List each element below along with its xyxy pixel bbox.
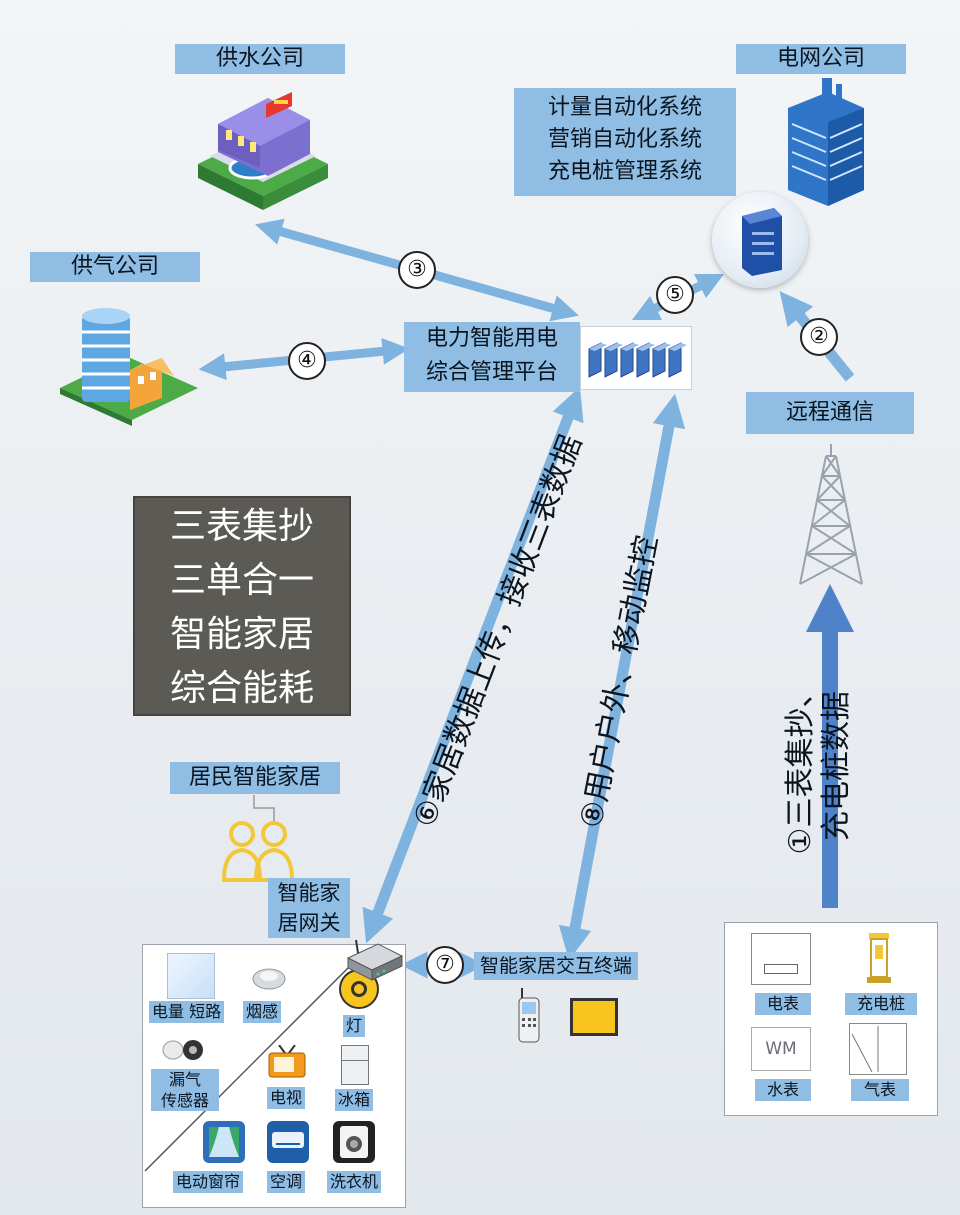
platform-label-line: 电力智能用电 [425,326,558,351]
water-plant-icon [198,92,328,210]
step-1-label-line: ①三表集抄、 [783,651,819,881]
tablet-icon [570,998,618,1036]
step-5-badge: ⑤ [656,276,694,314]
curtain-label: 电动窗帘 [173,1171,244,1193]
grid-company-label: 电网公司 [736,44,906,74]
fridge-icon [341,1045,369,1085]
remote-comm-label: 远程通信 [746,392,914,434]
gas-leak-label: 漏气 传感器 [151,1069,219,1111]
water-meter-icon: WM [751,1027,811,1071]
step-1-number: ① [783,827,818,855]
tv-label: 电视 [267,1087,306,1109]
grid-systems-panel: 计量自动化系统 营销自动化系统 充电桩管理系统 [514,88,736,196]
arrow-6-home-upload [362,386,584,944]
washer-icon [333,1121,375,1163]
gateway-router-icon [346,939,404,981]
gas-meter-label: 气表 [851,1079,909,1101]
step-1-label-line: 充电桩数据 [819,691,854,841]
power-short-label: 电量 短路 [149,1001,225,1023]
charger-icon [867,933,891,983]
arrow-8-mobile [558,393,686,961]
feature-item: 智能家居 [169,614,314,655]
residents-icon [221,821,295,882]
step-1-text: 三表集抄、 [783,677,818,828]
platform-servers-icon [580,326,692,390]
smoke-label: 烟感 [243,1001,282,1023]
home-title-label: 居民智能家居 [170,762,340,794]
panel-diagonal [144,956,360,1172]
water-company-label: 供水公司 [175,44,345,74]
ac-icon [267,1121,309,1163]
feature-item: 三单合一 [169,560,314,601]
feature-item: 综合能耗 [169,668,314,709]
people-connector [253,795,275,822]
water-meter-label: 水表 [755,1079,811,1101]
step-3-badge: ③ [398,251,436,289]
step-1-label: ①三表集抄、 充电桩数据 [783,651,855,881]
step-4-badge: ④ [288,342,326,380]
gas-leak-label-line: 漏气 [168,1070,201,1089]
platform-label-line: 综合管理平台 [425,360,558,385]
fridge-label: 冰箱 [335,1089,374,1111]
gateway-label: 智能家 居网关 [268,878,350,938]
curtain-icon [203,1121,245,1163]
step-7-badge: ⑦ [426,946,464,984]
home-device-panel: 电量 短路 烟感 灯 漏气 传感器 电视 冰箱 电动 [142,944,406,1208]
washer-label: 洗衣机 [327,1171,382,1193]
light-label: 灯 [343,1015,366,1037]
gateway-label-line: 智能家 [277,881,341,905]
gas-meter-icon [849,1023,907,1075]
platform-label: 电力智能用电 综合管理平台 [404,322,580,392]
feature-box: 三表集抄 三单合一 智能家居 综合能耗 [133,496,351,716]
comm-tower-icon [799,444,863,585]
meter-panel: 电表 充电桩 WM 水表 气表 [724,922,938,1116]
tv-icon [267,1044,307,1079]
gas-company-label: 供气公司 [30,252,200,282]
step-2-badge: ② [800,318,838,356]
grid-building-icon [788,78,864,206]
charger-label: 充电桩 [845,993,917,1015]
gas-leak-sensor-icon [159,1035,205,1065]
electric-meter-icon [751,933,811,985]
feature-item: 三表集抄 [169,506,314,547]
terminal-label: 智能家居交互终端 [474,952,639,980]
mobile-phone-icon [518,988,540,1043]
smoke-sensor-icon [247,959,291,995]
gateway-label-line: 居网关 [277,911,341,935]
power-meter-icon [167,953,215,999]
water-meter-mark: WM [765,1039,797,1059]
gas-building-icon [60,308,198,426]
grid-system-item: 计量自动化系统 [547,95,702,120]
electric-meter-label: 电表 [755,993,811,1015]
gas-leak-label-line: 传感器 [160,1091,209,1110]
grid-system-item: 营销自动化系统 [547,127,702,152]
grid-system-item: 充电桩管理系统 [547,159,702,184]
ac-label: 空调 [267,1171,306,1193]
server-globe-icon [712,192,808,288]
